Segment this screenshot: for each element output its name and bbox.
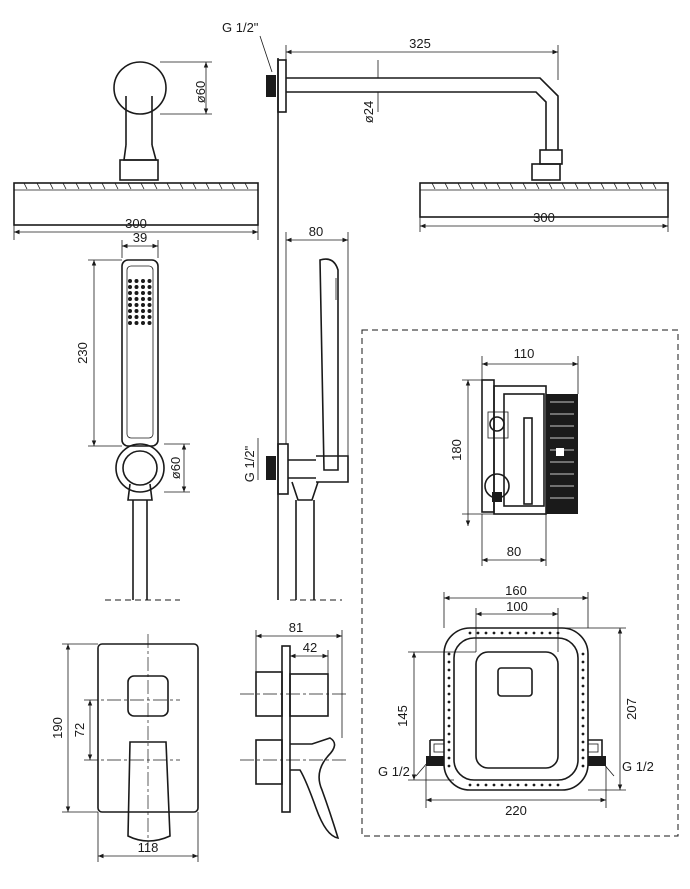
- mounting-frame-view: [408, 592, 626, 808]
- body-height-label: 180: [449, 439, 464, 461]
- arm-length-label: 325: [409, 36, 431, 51]
- head-width-side-label: 300: [533, 210, 555, 225]
- hand-width-label: 39: [133, 230, 147, 245]
- concealed-body-view: [462, 356, 579, 566]
- hand-shower-front-view: [88, 240, 190, 601]
- right-thread-label: G 1/2: [622, 759, 654, 774]
- left-thread-label: G 1/2: [378, 764, 410, 779]
- hand-shower-side-view: [257, 232, 349, 601]
- body-depth-label: 80: [507, 544, 521, 559]
- outlet-thread-label: G 1/2": [242, 445, 257, 482]
- mixer-side-view: [240, 630, 348, 840]
- plate-height-label: 190: [50, 717, 65, 739]
- plate-width-label: 118: [138, 840, 159, 855]
- arm-side-view: [259, 35, 669, 600]
- frame-overall-width-label: 220: [505, 803, 527, 818]
- concealed-body-frame: [361, 329, 679, 837]
- hand-depth-label: 80: [309, 224, 323, 239]
- frame-inner-width-label: 100: [506, 599, 528, 614]
- mixer-plate-front-view: [62, 634, 199, 862]
- head-front-view: [13, 61, 259, 240]
- flange-diameter-label: ø60: [193, 81, 208, 103]
- head-thread-label: G 1/2": [222, 20, 259, 35]
- hand-length-label: 230: [75, 342, 90, 364]
- arm-diameter-label: ø24: [361, 101, 376, 123]
- body-width-label: 110: [514, 346, 535, 361]
- frame-inner-height-label: 145: [395, 705, 410, 727]
- frame-outer-width-label: 160: [505, 583, 527, 598]
- head-width-front-label: 300: [125, 216, 147, 231]
- mixer-depth-label: 81: [289, 620, 303, 635]
- plate-axis-label: 72: [72, 723, 87, 737]
- frame-outer-height-label: 207: [624, 698, 639, 720]
- mixer-knob-label: 42: [303, 640, 317, 655]
- holder-diameter-label: ø60: [168, 457, 183, 479]
